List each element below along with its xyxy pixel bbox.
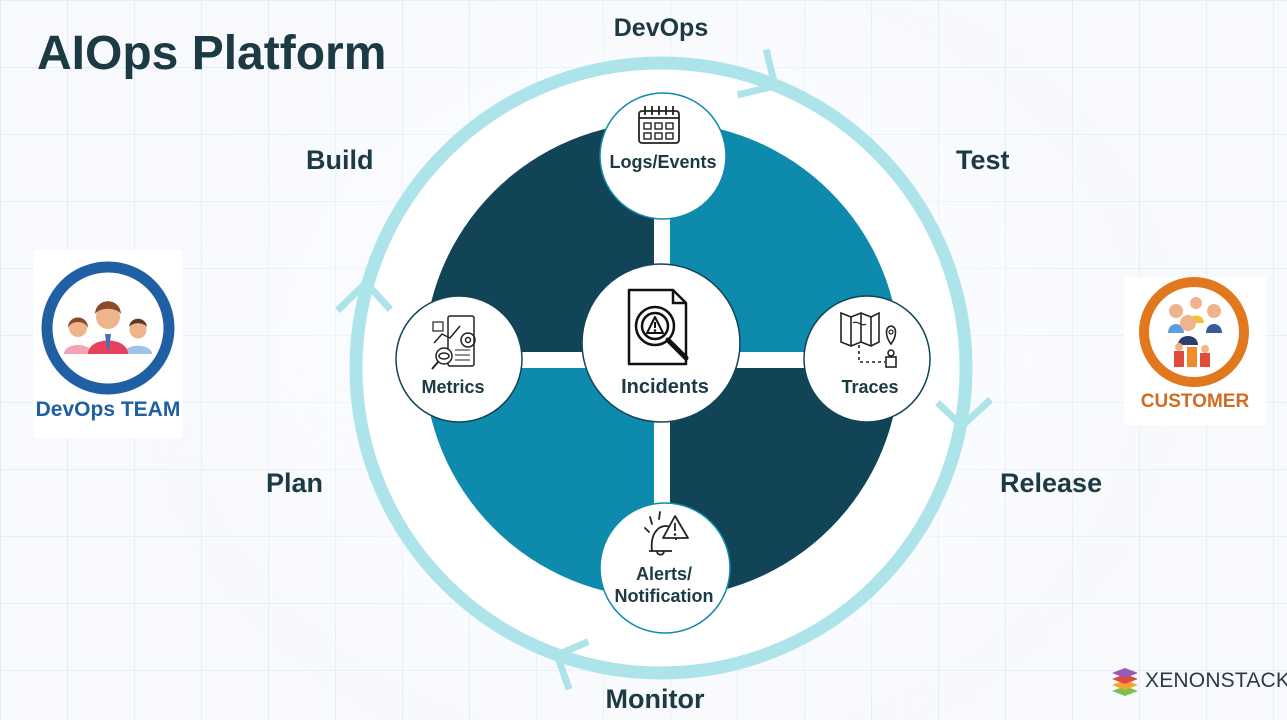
brand-logo: XENONSTACK [1111, 666, 1287, 696]
node-metrics[interactable]: Metrics [395, 295, 523, 423]
traces-label: Traces [841, 377, 898, 397]
quadrant-plan [424, 360, 662, 598]
devops-team-card: DevOps TEAM [33, 250, 183, 438]
phase-monitor: Monitor [605, 684, 705, 714]
page-title: AIOps Platform [37, 27, 387, 80]
node-alerts[interactable]: Alerts/ Notification [599, 502, 731, 634]
customer-card: CUSTOMER [1124, 277, 1266, 425]
arrow-right-icon [935, 397, 993, 431]
arrow-top-icon [736, 48, 780, 99]
alert-bell-icon [644, 511, 689, 556]
node-traces[interactable]: Traces [803, 295, 931, 423]
phase-plan: Plan [266, 468, 324, 498]
cycle-ring [349, 56, 973, 680]
analytics-icon [431, 315, 476, 370]
layers-logo-icon [1112, 668, 1138, 696]
center-label: Incidents [621, 376, 709, 398]
node-logs-events[interactable]: Logs/Events [599, 92, 727, 220]
metrics-label: Metrics [421, 377, 484, 397]
incident-search-icon [627, 288, 689, 366]
phase-test: Test [956, 145, 1010, 175]
team-label: DevOps TEAM [35, 398, 181, 421]
cycle-arrows [335, 48, 993, 691]
logs-label: Logs/Events [609, 152, 716, 172]
phase-build: Build [306, 145, 374, 175]
alerts-label-line1: Alerts/ [636, 564, 692, 584]
phase-devops: DevOps [613, 14, 709, 42]
alerts-label-line2: Notification [615, 586, 714, 606]
arrow-left-icon [335, 277, 393, 313]
team-icon [41, 261, 175, 395]
brand-name: XENONSTACK [1145, 669, 1287, 692]
phase-release: Release [1000, 468, 1103, 498]
arrow-bottom-icon [552, 638, 590, 691]
center-node-incidents[interactable]: Incidents [581, 263, 741, 423]
customer-label: CUSTOMER [1140, 391, 1250, 412]
map-route-icon [840, 311, 897, 368]
customer-icon [1139, 277, 1249, 387]
calendar-icon [638, 106, 680, 144]
